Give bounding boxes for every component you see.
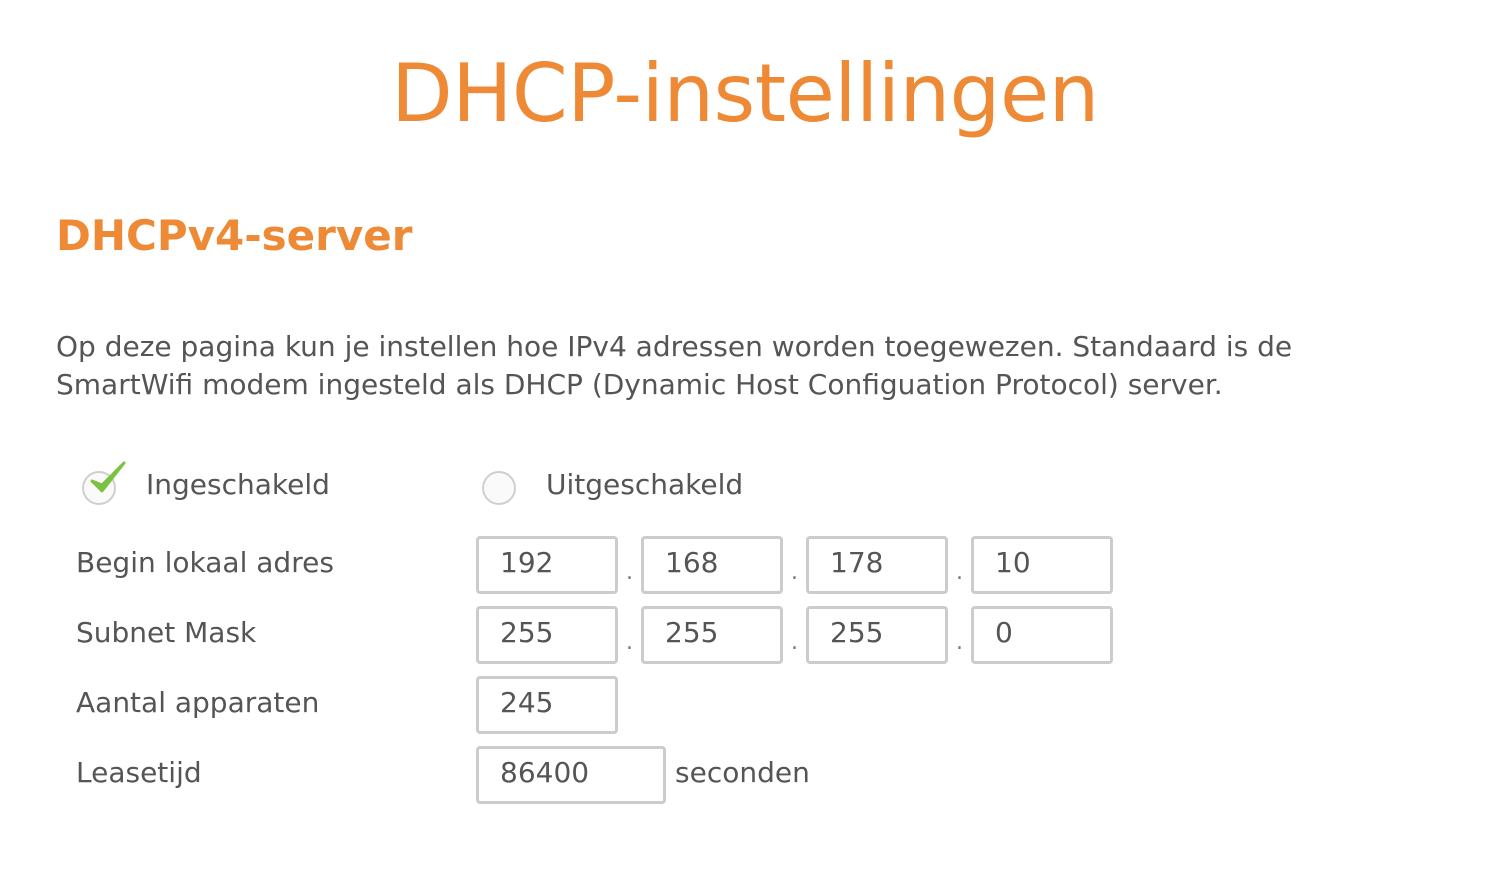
device-count-label: Aantal apparaten <box>76 685 320 719</box>
dhcp-disabled-option[interactable]: Uitgeschakeld <box>482 456 743 512</box>
start-address-label: Begin lokaal adres <box>76 545 334 579</box>
octet-separator: . <box>956 629 963 655</box>
start-address-octet-1[interactable] <box>476 536 618 594</box>
dhcp-disabled-label: Uitgeschakeld <box>546 467 744 501</box>
dhcp-enabled-option[interactable]: Ingeschakeld <box>82 456 330 512</box>
dhcp-enabled-label: Ingeschakeld <box>146 467 330 501</box>
subnet-mask-row: Subnet Mask . . . <box>76 606 1113 664</box>
lease-time-label: Leasetijd <box>76 755 202 789</box>
start-address-octet-2[interactable] <box>641 536 783 594</box>
dhcp-enabled-radio[interactable] <box>82 461 126 505</box>
start-address-row: Begin lokaal adres . . . <box>76 536 1113 594</box>
lease-time-unit: seconden <box>675 755 810 789</box>
start-address-octet-4[interactable] <box>971 536 1113 594</box>
subnet-mask-octet-2[interactable] <box>641 606 783 664</box>
start-address-octet-3[interactable] <box>806 536 948 594</box>
checkmark-icon <box>90 461 126 493</box>
subnet-mask-octet-1[interactable] <box>476 606 618 664</box>
octet-separator: . <box>626 629 633 655</box>
section-title: DHCPv4-server <box>56 211 413 260</box>
octet-separator: . <box>626 559 633 585</box>
subnet-mask-label: Subnet Mask <box>76 615 257 649</box>
octet-separator: . <box>956 559 963 585</box>
page-title: DHCP-instellingen <box>391 47 1099 140</box>
octet-separator: . <box>791 629 798 655</box>
dhcp-disabled-radio[interactable] <box>482 471 516 505</box>
page-description: Op deze pagina kun je instellen hoe IPv4… <box>56 330 1293 401</box>
subnet-mask-octet-4[interactable] <box>971 606 1113 664</box>
device-count-input[interactable] <box>476 676 618 734</box>
lease-time-row: Leasetijd seconden <box>76 746 810 804</box>
device-count-row: Aantal apparaten <box>76 676 618 734</box>
octet-separator: . <box>791 559 798 585</box>
lease-time-input[interactable] <box>476 746 666 804</box>
subnet-mask-octet-3[interactable] <box>806 606 948 664</box>
